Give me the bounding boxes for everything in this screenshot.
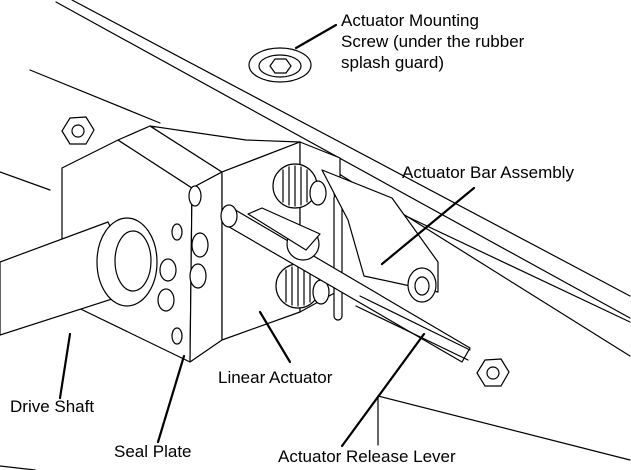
- label-seal-plate: Seal Plate: [114, 442, 192, 461]
- label-drive-shaft: Drive Shaft: [10, 397, 95, 416]
- seal-plate-bolts: [157, 185, 209, 345]
- actuator-rollers: [272, 163, 343, 321]
- leader-line-linear-actuator: [258, 310, 292, 364]
- leader-lines: [58, 23, 476, 448]
- actuator-bar-assembly: [220, 169, 471, 363]
- leader-line-release-lever: [340, 332, 426, 448]
- mounting-screw-icon: [248, 47, 312, 83]
- leader-line-seal-plate: [156, 354, 186, 444]
- hex-nut-icon: [61, 116, 95, 145]
- label-actuator-release-lever: Actuator Release Lever: [278, 447, 456, 466]
- leader-line-mounting-screw: [294, 23, 338, 50]
- label-actuator-mounting-screw: Actuator Mounting Screw (under the rubbe…: [341, 10, 524, 73]
- release-lever: [355, 295, 471, 361]
- label-line: splash guard): [341, 53, 445, 72]
- label-linear-actuator: Linear Actuator: [218, 368, 333, 387]
- label-line: Screw (under the rubber: [341, 32, 525, 51]
- label-actuator-bar-assembly: Actuator Bar Assembly: [402, 163, 574, 182]
- label-line: Actuator Mounting: [341, 11, 479, 30]
- leader-line-bar-assembly: [380, 186, 476, 266]
- hex-nut-icon: [476, 358, 510, 387]
- drive-shaft: [0, 217, 158, 336]
- leader-line-drive-shaft: [58, 332, 72, 400]
